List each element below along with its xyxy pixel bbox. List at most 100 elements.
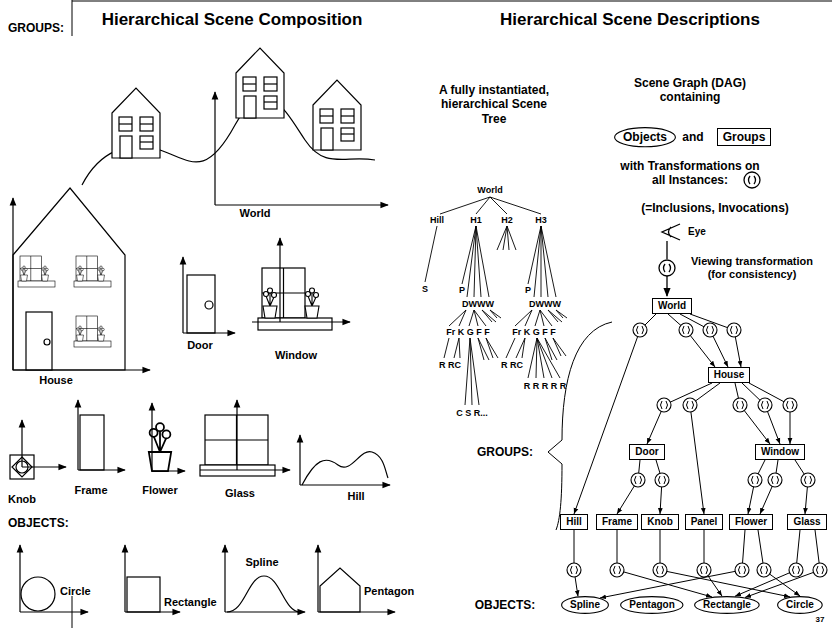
text-label: H1 [470,215,482,226]
circle-figure [20,611,88,612]
door-figure [182,257,183,333]
instance-edge [748,460,765,514]
text-label: GROUPS: [477,445,533,459]
text-label: R RC [439,360,461,371]
groups-bracket [548,322,612,530]
instance-edge [749,383,797,444]
text-label: A fully instantiated, hierarchical Scene… [430,83,558,126]
text-label: Viewing transformation (for consistency) [687,255,817,281]
house-figure [13,188,125,370]
frame-figure [78,400,125,470]
door-figure [187,275,215,333]
door-figure [183,257,235,333]
text-label: Fr K G F F [512,327,556,338]
flower-figure [149,403,185,471]
text-label: R RC [501,360,523,371]
window-figure [279,238,280,322]
text-label: (=Inclusions, Invocations) [641,201,789,215]
door-figure [183,332,235,333]
hill-figure [300,484,390,485]
transform-parens [762,401,769,409]
instance-connector [735,383,770,444]
transform-symbol [744,172,760,188]
door-figure [205,301,213,309]
glass-figure [200,469,290,470]
frame-figure [78,469,125,470]
instance-connector [660,530,790,597]
oval-outline [778,597,823,614]
text-label: C S R... [456,408,488,419]
frame-line [72,0,832,628]
flower-figure [151,403,152,471]
oval-outline [621,597,683,614]
transform-parens [637,326,644,334]
transform-circle [703,323,717,337]
world-figure [214,92,215,205]
instance-edge [697,530,722,596]
circle-figure [19,545,20,612]
instance-edge [680,314,728,367]
transform-parens [793,566,800,574]
text-label: Eye [688,226,706,238]
knob-figure [22,466,66,467]
house-figure [13,369,150,370]
transform-circle [783,398,797,412]
transform-parens [701,566,708,574]
node-text: Glass [793,516,820,528]
group-box: Hill [560,514,588,530]
text-label: Rectangle [164,596,217,609]
transform-circle [757,563,771,577]
instance-connector [647,383,712,444]
transform-circle [697,563,711,577]
transform-symbol [749,176,756,184]
house-figure [18,256,55,287]
pentagon-figure [318,545,395,612]
transform-circle [735,563,749,577]
text-label: Scene Graph (DAG) containing [623,76,758,105]
text-label: P [525,285,531,296]
house-figure [13,188,150,370]
text-label: 37 [816,615,825,625]
group-box: Glass [787,514,826,530]
text-label: Window [275,349,317,362]
transform-circle [758,398,772,412]
rectangle-figure [127,577,160,612]
group-box: Knob [641,514,679,530]
transform-parens [707,326,714,334]
hill-figure [300,435,390,485]
spline-figure [227,576,300,612]
object-oval: Rectangle [694,596,760,614]
scene-tree-lines [425,197,567,405]
transform-circle [655,473,669,487]
text-label: GROUPS: [8,21,64,35]
group-box: House [708,367,751,383]
object-oval: Circle [777,596,823,614]
world-figure [112,88,160,158]
text-label: Spline [245,556,278,569]
text-label: Flower [142,484,177,497]
text-label: Hierarchical Scene Descriptions [500,10,760,30]
circle-figure [21,577,55,611]
transform-circle [801,473,815,487]
transform-parens [761,566,768,574]
flower-figure [152,470,185,471]
transform-circle [631,473,645,487]
house-figure [74,256,111,287]
oval-outline [562,597,609,614]
node-text: Door [635,446,658,458]
window-figure [258,268,332,330]
node-text: Groups [723,130,766,144]
transform-parens [683,326,690,334]
instance-edge [567,530,581,596]
instance-edge [600,530,749,598]
transform-symbol [744,172,760,188]
text-label: House [39,374,73,387]
object-oval: Objects [614,127,676,147]
text-label: DWWW [462,299,494,310]
text-label: Circle [60,585,91,598]
world-figure [236,48,284,118]
node-text: Window [761,446,799,458]
node-text: Objects [623,130,667,144]
eye-symbol [666,276,667,296]
node-text: World [658,300,686,312]
